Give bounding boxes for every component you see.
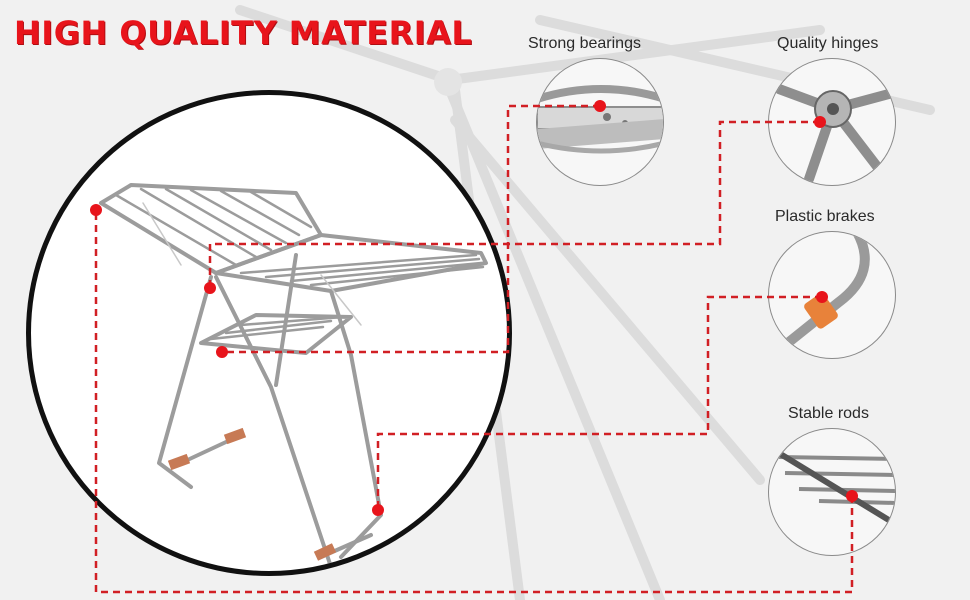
- brake-detail-icon: [768, 231, 896, 359]
- rod-detail-icon: [768, 428, 896, 556]
- hinge-detail-icon: [768, 58, 896, 186]
- feature-label-bearings: Strong bearings: [528, 35, 641, 52]
- headline-title: HIGH QUALITY MATERIAL: [14, 14, 473, 52]
- feature-label-brakes: Plastic brakes: [775, 208, 875, 225]
- product-circle: [26, 90, 512, 576]
- bearing-detail-icon: [536, 58, 664, 186]
- drying-rack-illustration: [99, 183, 488, 569]
- feature-label-hinges: Quality hinges: [777, 35, 879, 52]
- feature-label-rods: Stable rods: [788, 405, 869, 422]
